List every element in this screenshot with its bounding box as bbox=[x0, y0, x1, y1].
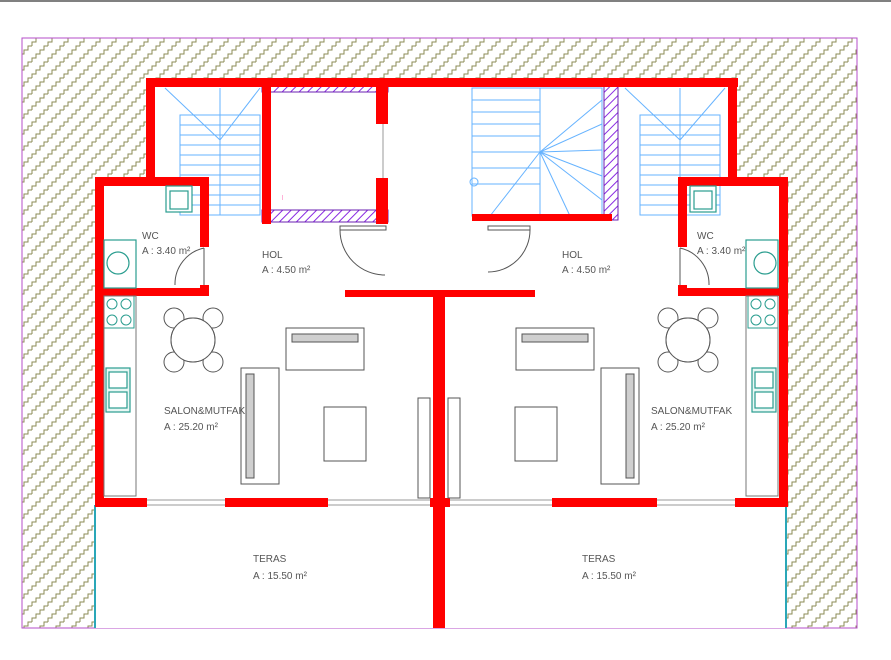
toilet-icon bbox=[103, 239, 779, 289]
windows bbox=[147, 124, 735, 506]
teras-left-name: TERAS bbox=[253, 554, 287, 565]
coffee-table-icon bbox=[323, 406, 558, 462]
hol-left-area: A : 4.50 m² bbox=[262, 265, 311, 276]
salon-right-name: SALON&MUTFAK bbox=[651, 406, 732, 417]
hol-right-area: A : 4.50 m² bbox=[562, 265, 611, 276]
hol-left-name: HOL bbox=[262, 250, 283, 261]
salon-left-area: A : 25.20 m² bbox=[164, 422, 219, 433]
wc-left-area: A : 3.40 m² bbox=[142, 246, 191, 257]
salon-left-name: SALON&MUTFAK bbox=[164, 406, 245, 417]
dining-table-icon bbox=[163, 307, 719, 373]
walls bbox=[95, 78, 788, 628]
hol-right-name: HOL bbox=[562, 250, 583, 261]
salon-right-area: A : 25.20 m² bbox=[651, 422, 706, 433]
sink-icon bbox=[105, 185, 777, 413]
sofa-icon bbox=[240, 327, 640, 485]
wc-right-area: A : 3.40 m² bbox=[697, 246, 746, 257]
hatched-beam-bottom bbox=[261, 209, 389, 223]
wc-right-name: WC bbox=[697, 231, 714, 242]
kitchen-counter bbox=[103, 295, 779, 497]
room-labels: WC A : 3.40 m² HOL A : 4.50 m² SALON&MUT… bbox=[142, 231, 746, 582]
teras-right-name: TERAS bbox=[582, 554, 616, 565]
hatched-wall-right bbox=[603, 79, 619, 221]
stair-icon bbox=[164, 87, 726, 217]
wc-left-name: WC bbox=[142, 231, 159, 242]
elevator-note: — bbox=[280, 195, 286, 200]
teras-left-area: A : 15.50 m² bbox=[253, 571, 308, 582]
teras-right-area: A : 15.50 m² bbox=[582, 571, 637, 582]
door-swing-icon bbox=[174, 225, 710, 499]
stove-icon bbox=[103, 295, 779, 329]
